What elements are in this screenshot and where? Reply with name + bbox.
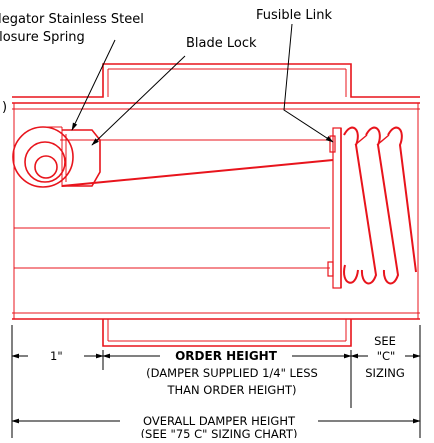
dimension-lines <box>11 325 421 438</box>
damper-blade <box>61 159 334 187</box>
order-height-label: ORDER HEIGHT <box>175 349 278 363</box>
clip-mark: ) <box>2 100 7 115</box>
sizing-label: SIZING <box>365 366 404 380</box>
fusible-link <box>327 135 336 277</box>
leader-lines <box>71 23 334 146</box>
see-label: SEE <box>374 334 396 348</box>
damper-note-line2: THAN ORDER HEIGHT) <box>167 383 297 397</box>
negator-label-line2: Closure Spring <box>0 30 85 45</box>
blade-lock <box>62 129 101 187</box>
negator-label-line1: Negator Stainless Steel <box>0 12 144 27</box>
damper-note-line1: (DAMPER SUPPLIED 1/4" LESS <box>146 366 318 380</box>
spring-housing <box>332 126 417 289</box>
overall-height-line2: (SEE "75 C" SIZING CHART) <box>141 427 298 438</box>
negator-closure-spring <box>12 126 74 188</box>
blade-lock-leader <box>91 55 186 146</box>
damper-frame <box>12 63 420 347</box>
bottom-sleeve <box>102 319 352 347</box>
c-label: "C" <box>377 349 396 363</box>
fusible-link-leader <box>283 23 334 143</box>
fusible-link-label: Fusible Link <box>256 8 332 23</box>
negator-leader <box>71 39 116 131</box>
overall-height-line1: OVERALL DAMPER HEIGHT <box>143 414 296 428</box>
one-inch-label: 1" <box>50 349 63 363</box>
blade-lock-label: Blade Lock <box>186 36 257 51</box>
